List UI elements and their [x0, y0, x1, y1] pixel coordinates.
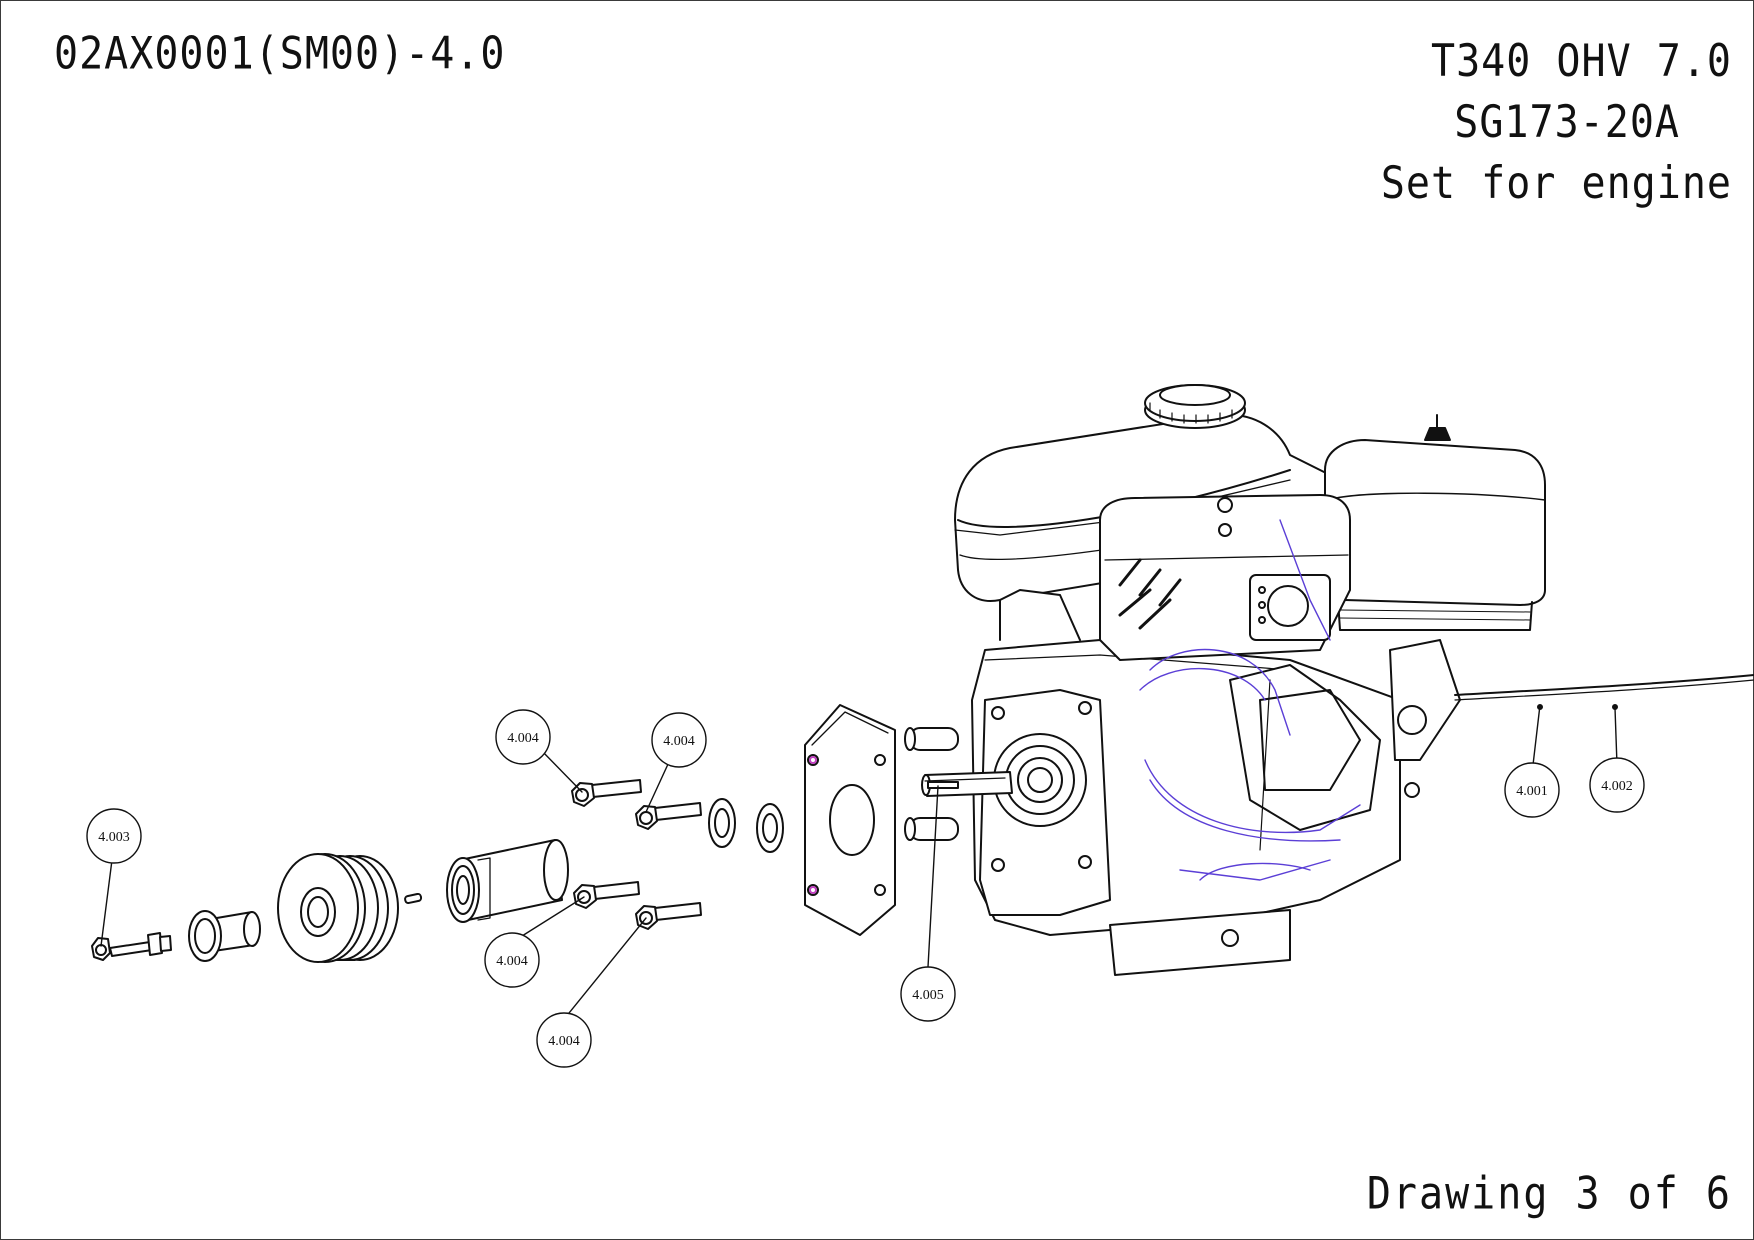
- bolt-upper-right: [635, 802, 702, 830]
- flange-bushing: [188, 910, 261, 962]
- taper-sleeve: [446, 839, 569, 923]
- callout-4-004-b: 4.004: [651, 712, 707, 768]
- wiring-harness: [1139, 519, 1361, 881]
- callout-4-002: 4.002: [1589, 757, 1645, 813]
- center-bolt: [91, 932, 172, 961]
- set-description: Set for engine: [1380, 157, 1732, 210]
- throttle-cable: [1454, 674, 1754, 696]
- bolt-upper-left: [571, 779, 642, 807]
- spacer-lower: [909, 817, 959, 841]
- bolt-lower-right: [635, 902, 702, 930]
- v-belt-pulley: [277, 853, 399, 963]
- callout-label: 4.005: [912, 988, 944, 1003]
- drawing-page-indicator: Drawing 3 of 6: [1366, 1168, 1732, 1220]
- crankshaft-output: [904, 727, 1013, 841]
- drawing-code: 02AX0001(SM00)-4.0: [54, 28, 506, 80]
- cylinder-head: [1099, 494, 1351, 661]
- callout-label: 4.004: [507, 731, 539, 746]
- carburetor: [1389, 639, 1461, 761]
- spacer-upper: [909, 727, 959, 751]
- washers: [708, 798, 784, 853]
- air-filter: [1324, 414, 1546, 631]
- adapter-plate: [804, 704, 896, 936]
- callout-label: 4.003: [98, 830, 130, 845]
- callout-4-004-a: 4.004: [495, 709, 551, 765]
- callout-4-005: 4.005: [900, 966, 956, 1022]
- bolt-lower-left: [573, 881, 640, 909]
- callout-label: 4.001: [1516, 784, 1548, 799]
- side-cover: [1229, 664, 1381, 831]
- callout-label: 4.004: [548, 1034, 580, 1049]
- callout-4-004-c: 4.004: [484, 932, 540, 988]
- shaft-key: [927, 781, 959, 789]
- callout-label: 4.004: [496, 954, 528, 969]
- part-number: SG173-20A: [1454, 96, 1680, 149]
- leader-lines: [100, 704, 1618, 1019]
- engine-assembly: [954, 384, 1754, 976]
- pulley-key: [404, 892, 423, 905]
- engine-model: T340 OHV 7.0: [1431, 35, 1732, 88]
- callout-balloons: 4.004 4.004 4.003 4.004 4.004 4.005 4.00…: [86, 709, 1645, 1068]
- title-block: T340 OHV 7.0 SG173-20A Set for engine: [1381, 28, 1732, 211]
- callout-label: 4.004: [663, 734, 695, 749]
- callout-4-001: 4.001: [1504, 762, 1560, 818]
- callout-label: 4.002: [1601, 779, 1633, 794]
- callout-4-003: 4.003: [86, 808, 142, 864]
- callout-4-004-d: 4.004: [536, 1012, 592, 1068]
